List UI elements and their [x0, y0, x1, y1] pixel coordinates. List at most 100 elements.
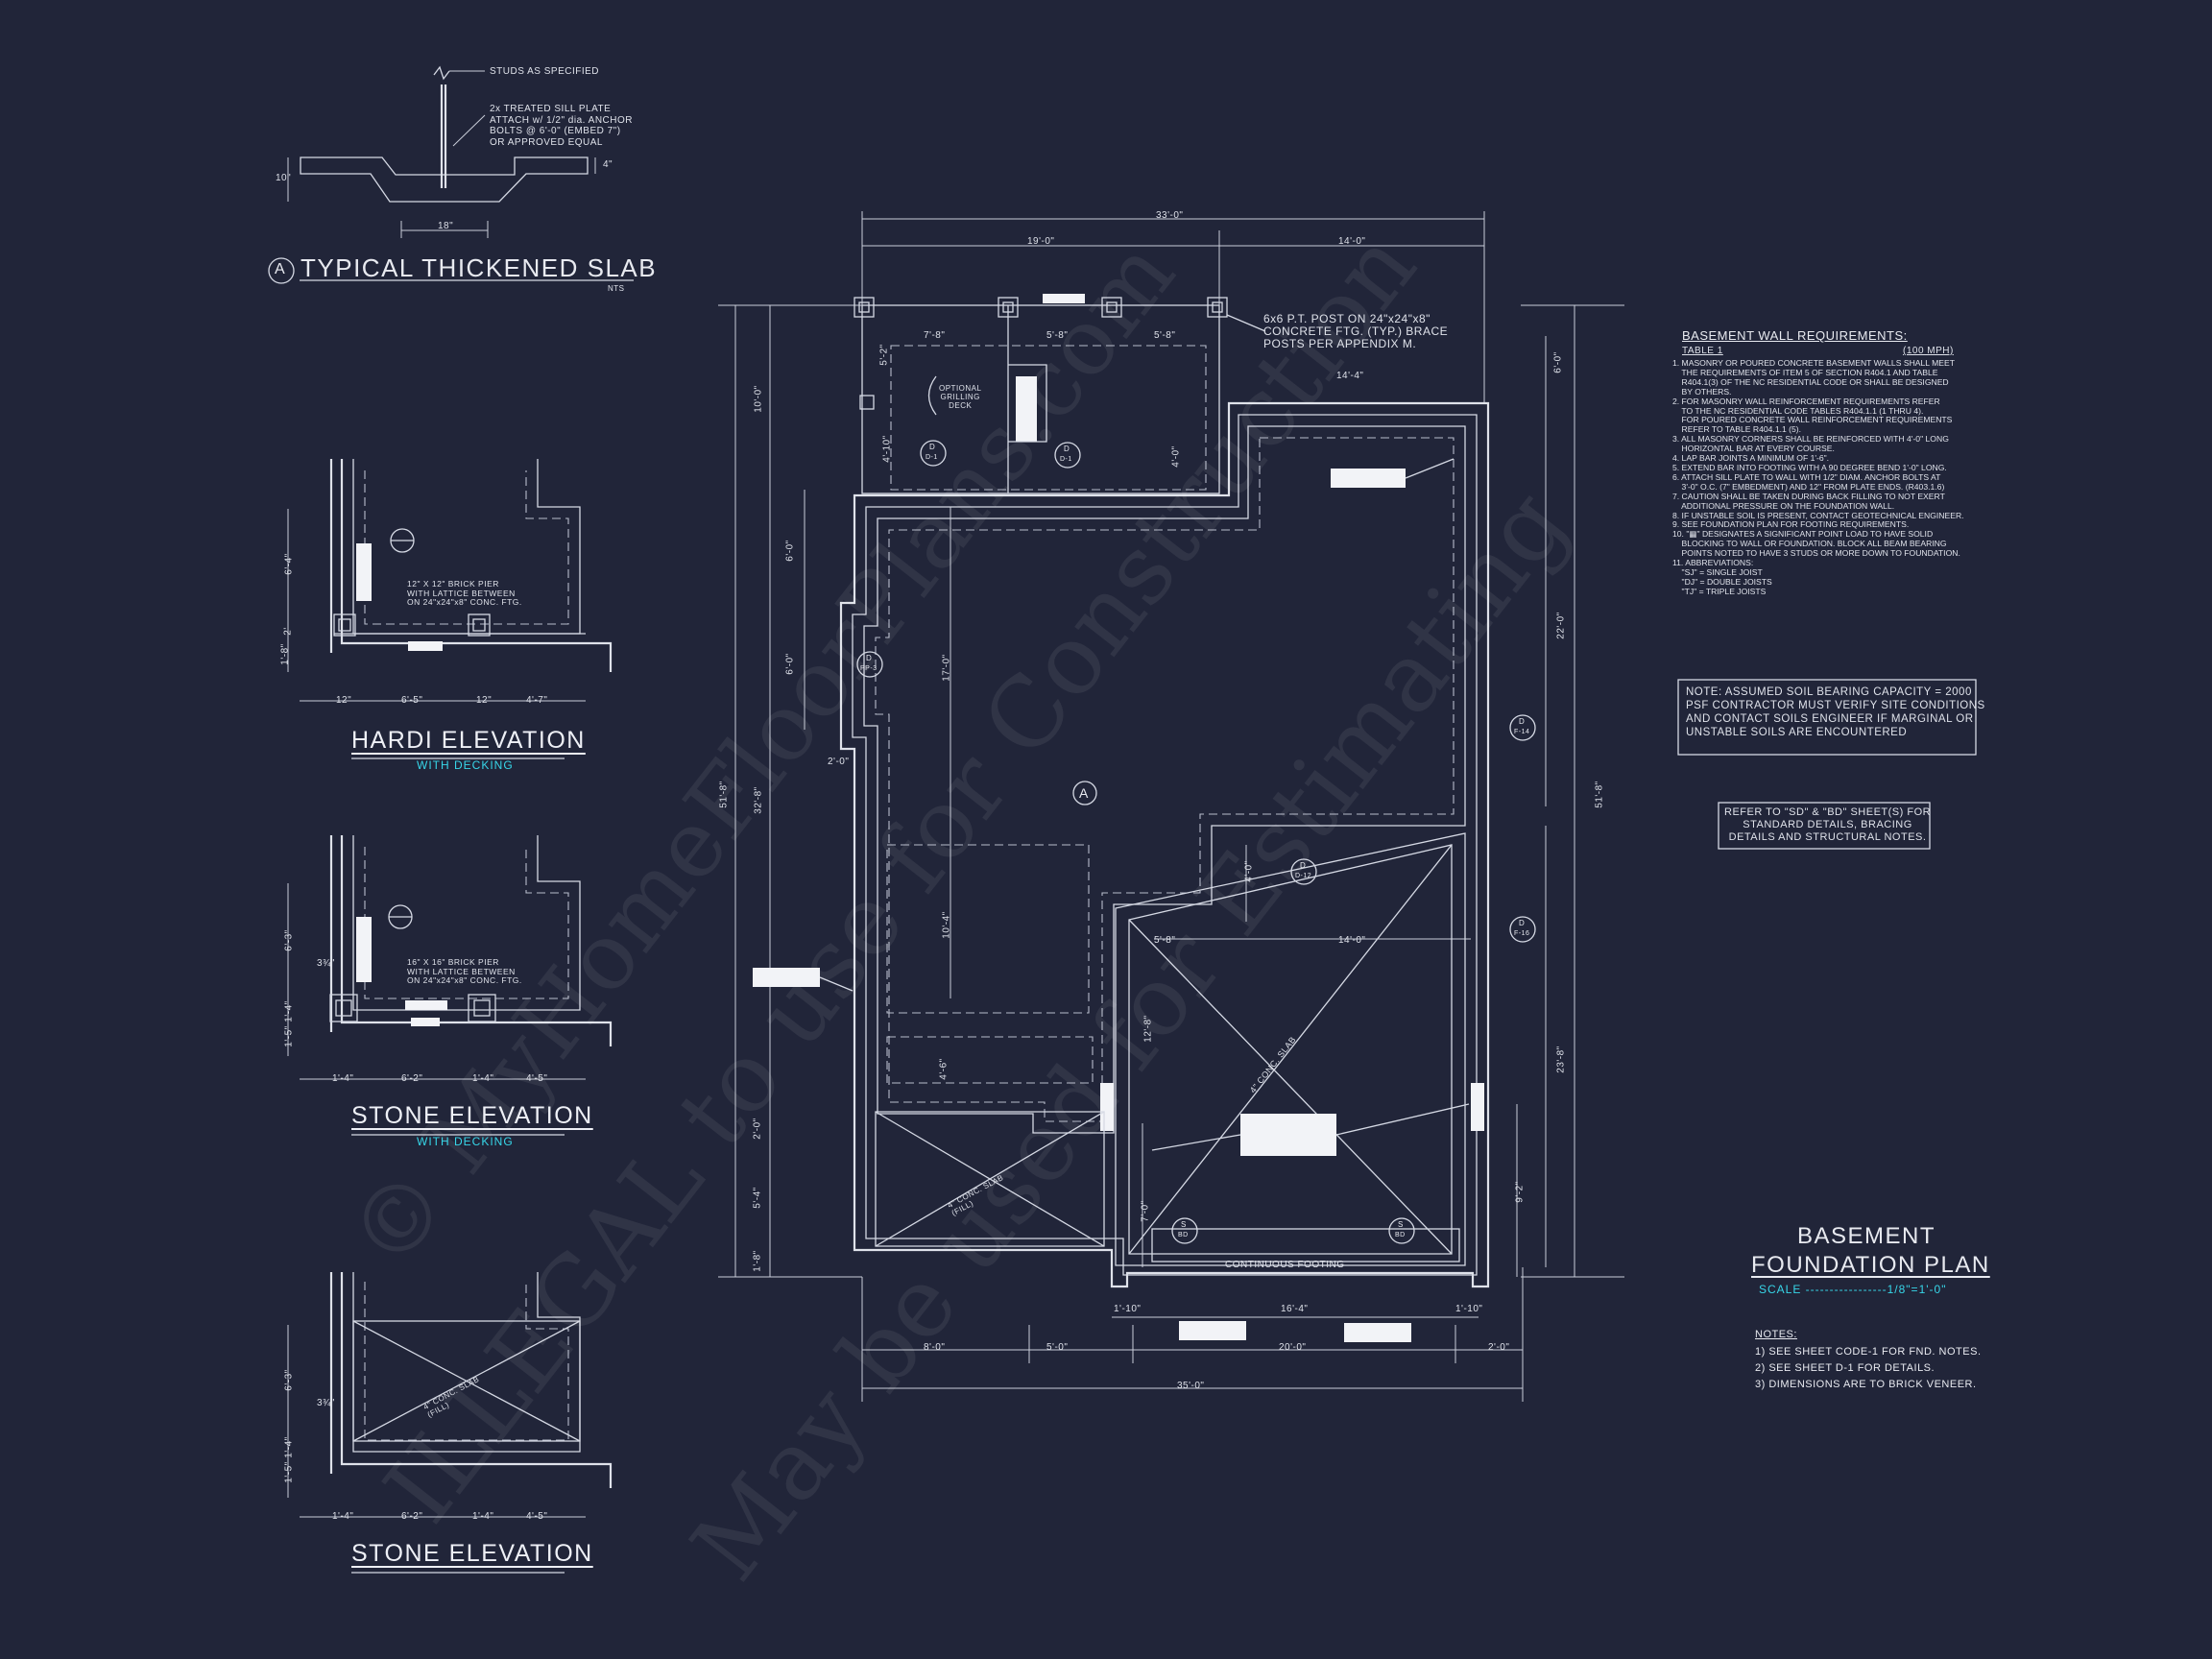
plan-dim-bottom-6: 16'-4"	[1281, 1304, 1309, 1314]
detail-tag-5-bottom: D-12	[1295, 873, 1312, 879]
req-item-6: 6. ATTACH SILL PLATE TO WALL WITH 1/2" D…	[1672, 471, 1945, 492]
plan-dim-int-2: 4'-10"	[881, 435, 893, 463]
plan-dim-left-7: 5'-4"	[752, 1187, 763, 1209]
notes-item-1: 1) SEE SHEET CODE-1 FOR FND. NOTES.	[1755, 1346, 1982, 1358]
hardi-dim-l3: 1'-8"	[279, 643, 291, 665]
plan-dim-right-overall: 51'-8"	[1594, 781, 1605, 808]
detail-tag-3-top: D	[866, 654, 873, 662]
foundation-plan-drawing	[718, 211, 1624, 1402]
stone-dim-b4: 4'-5"	[526, 1511, 548, 1522]
detail-tag-2-top: D	[1064, 445, 1070, 453]
plan-dim-bottom-3: 20'-0"	[1279, 1342, 1307, 1353]
plan-title-line1: BASEMENT	[1797, 1223, 1936, 1249]
detail-tag-6-bottom: F-16	[1514, 930, 1530, 937]
req-item-2: 2. FOR MASONRY WALL REINFORCEMENT REQUIR…	[1672, 396, 1953, 435]
plan-dim-left-1: 32'-8"	[753, 786, 764, 814]
stone-elevation-decking-drawing	[287, 835, 613, 1136]
stone-deck-elevation-subtitle: WITH DECKING	[417, 1135, 514, 1148]
plan-dim-left-8: 1'-8"	[752, 1250, 763, 1272]
req-item-3: 3. ALL MASONRY CORNERS SHALL BE REINFORC…	[1672, 434, 1949, 454]
hardi-elevation-title: HARDI ELEVATION	[351, 727, 586, 754]
hardi-dim-b2: 6'-5"	[401, 695, 423, 706]
plan-dim-int-4: 17'-0"	[941, 654, 952, 682]
hardi-elevation-drawing	[287, 459, 613, 759]
plan-dim-left-6: 2'-0"	[752, 1118, 763, 1140]
post-note: 6x6 P.T. POST ON 24"x24"x8" CONCRETE FTG…	[1263, 312, 1449, 350]
plan-dim-right-3: 23'-8"	[1555, 1046, 1567, 1073]
notes-heading: NOTES:	[1755, 1329, 1797, 1340]
hardi-dim-l1: 6'-4"	[283, 553, 295, 575]
plan-dim-bottom-2: 5'-0"	[1046, 1342, 1069, 1353]
hardi-dim-b1: 12"	[336, 695, 352, 706]
refer-note: REFER TO "SD" & "BD" SHEET(S) FOR STANDA…	[1724, 806, 1932, 843]
slab-detail-marker: A	[275, 261, 286, 277]
req-item-4: 4. LAP BAR JOINTS A MINIMUM OF 1'-6".	[1672, 453, 1830, 464]
req-item-1: 1. MASONRY OR POURED CONCRETE BASEMENT W…	[1672, 358, 1956, 397]
plan-dim-int-12: 9'-2"	[1514, 1181, 1526, 1203]
stone-deck-pier-note: 16" X 16" BRICK PIER WITH LATTICE BETWEE…	[407, 957, 522, 985]
detail-tag-2-bottom: D-1	[1060, 456, 1072, 463]
requirements-list: 1. MASONRY OR POURED CONCRETE BASEMENT W…	[1672, 358, 1999, 597]
plan-dim-bottom-4: 2'-0"	[1488, 1342, 1510, 1353]
stone-dim-b1: 1'-4"	[332, 1511, 354, 1522]
stone-deck-dim-l1: 6'-3"	[283, 929, 295, 951]
plan-dim-right-2: 22'-0"	[1555, 612, 1567, 639]
req-item-10: 10. "▦" DESIGNATES A SIGNIFICANT POINT L…	[1672, 529, 1960, 559]
plan-dim-top-2: 14'-0"	[1338, 236, 1366, 247]
plan-dim-int-5: 10'-4"	[941, 911, 952, 939]
plan-dim-bottom-1: 8'-0"	[924, 1342, 946, 1353]
plan-scale: SCALE -----------------1/8"=1'-0"	[1759, 1283, 1947, 1296]
hardi-dim-b4: 4'-7"	[526, 695, 548, 706]
studs-callout: STUDS AS SPECIFIED	[490, 66, 600, 77]
detail-tag-4-bottom: F-14	[1514, 729, 1530, 735]
plan-dim-int-7: 5'-8"	[1154, 935, 1176, 946]
plan-dim-left-overall: 51'-8"	[718, 781, 730, 808]
slab-dim-right: 4"	[603, 159, 613, 170]
plan-dim-top-1: 19'-0"	[1027, 236, 1055, 247]
detail-tag-8-bottom: BD	[1395, 1232, 1406, 1238]
soil-note: NOTE: ASSUMED SOIL BEARING CAPACITY = 20…	[1686, 686, 1985, 738]
sill-callout: 2x TREATED SILL PLATE ATTACH w/ 1/2" dia…	[490, 104, 633, 148]
slab-detail-title: TYPICAL THICKENED SLAB	[301, 253, 658, 282]
plan-dim-top-5: 5'-8"	[1154, 330, 1176, 341]
detail-tag-6-top: D	[1519, 919, 1526, 927]
stone-elevation-drawing	[287, 1272, 613, 1574]
soil-note-box	[1677, 679, 1977, 756]
stone-dim-b2: 6'-2"	[401, 1511, 423, 1522]
detail-tag-7-top: S	[1181, 1220, 1187, 1229]
plan-dim-bottom-overall: 35'-0"	[1177, 1381, 1205, 1391]
deck-note: OPTIONAL GRILLING DECK	[939, 384, 982, 410]
plan-dim-top-overall: 33'-0"	[1156, 210, 1184, 221]
plan-dim-int-3: 4'-0"	[1170, 445, 1182, 468]
slab-detail-drawing	[268, 65, 634, 284]
stone-dim-l2: 3¾"	[317, 1398, 335, 1408]
stone-deck-dim-b2: 6'-2"	[401, 1073, 423, 1084]
stone-deck-dim-b3: 1'-4"	[472, 1073, 494, 1084]
slab-dim-left: 10"	[276, 173, 292, 183]
req-item-11: 11. ABBREVIATIONS: "SJ" = SINGLE JOIST "…	[1672, 558, 1772, 596]
hardi-elevation-subtitle: WITH DECKING	[417, 758, 514, 772]
stone-deck-elevation-title: STONE ELEVATION	[351, 1102, 593, 1129]
plan-dim-bottom-7: 1'-10"	[1114, 1304, 1142, 1314]
stone-dim-l4: 1'-5"	[283, 1461, 295, 1483]
detail-tag-4-top: D	[1519, 717, 1526, 726]
detail-tag-8-top: S	[1398, 1220, 1404, 1229]
stone-dim-l3: 1'-4"	[283, 1436, 295, 1458]
plan-dim-int-9: 12'-8"	[1142, 1015, 1154, 1043]
plan-dim-right-1: 6'-0"	[1552, 351, 1564, 373]
requirements-heading: BASEMENT WALL REQUIREMENTS:	[1682, 328, 1908, 343]
stone-deck-dim-l2: 3¾"	[317, 958, 335, 969]
stone-deck-dim-b1: 1'-4"	[332, 1073, 354, 1084]
hardi-pier-note: 12" X 12" BRICK PIER WITH LATTICE BETWEE…	[407, 579, 522, 607]
detail-tag-7-bottom: BD	[1178, 1232, 1189, 1238]
plan-dim-left-3: 6'-0"	[784, 540, 796, 562]
req-item-5: 5. EXTEND BAR INTO FOOTING WITH A 90 DEG…	[1672, 462, 1947, 472]
detail-tag-3-bottom: PP-3	[860, 665, 878, 672]
continuous-footing-label: CONTINUOUS FOOTING	[1225, 1260, 1345, 1270]
plan-dim-left-5: 2'-0"	[828, 757, 850, 767]
plan-dim-left-4: 6'-0"	[784, 653, 796, 675]
slab-detail-scale: NTS	[608, 284, 625, 293]
requirements-wind: (100 MPH)	[1903, 346, 1954, 356]
slab-dim-width: 18"	[438, 221, 454, 231]
stone-deck-dim-l3: 1'-4"	[283, 1000, 295, 1022]
